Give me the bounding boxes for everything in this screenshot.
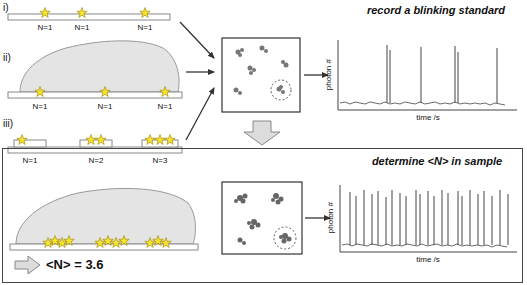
panel-heading: determine <N> in sample — [372, 155, 502, 168]
count-label: N=1 — [33, 102, 48, 111]
slide-row-2 — [8, 41, 182, 98]
count-label: N=1 — [23, 156, 38, 165]
axis-label: time /s — [416, 255, 440, 264]
count-label: N=1 — [138, 23, 153, 32]
panel-heading: record a blinking standard — [367, 4, 505, 17]
panel-box: determine <N> in sample <N> = 3.6 — [2, 148, 523, 283]
count-label: N=1 — [38, 23, 53, 32]
axis-label: photon # — [324, 59, 333, 90]
row-number: i) — [3, 2, 9, 14]
slide-row-3 — [8, 135, 182, 154]
blink-trace — [340, 185, 517, 252]
result-value: <N> = 3.6 — [46, 258, 103, 273]
count-label: N=1 — [75, 23, 90, 32]
count-label: N=2 — [89, 156, 104, 165]
count-label: N=3 — [153, 156, 168, 165]
row-number: ii) — [3, 52, 11, 64]
slide-row-1 — [8, 8, 170, 21]
block-arrow — [244, 121, 280, 145]
microscope-image — [222, 182, 302, 254]
axis-label: photon # — [326, 202, 335, 233]
axis-label: time /s — [416, 113, 440, 122]
row-number: iii) — [3, 118, 13, 130]
microscope-image — [222, 38, 300, 112]
count-label: N=1 — [98, 102, 113, 111]
count-label: N=1 — [158, 102, 173, 111]
blink-trace — [338, 40, 517, 110]
sample-cell — [10, 188, 198, 274]
